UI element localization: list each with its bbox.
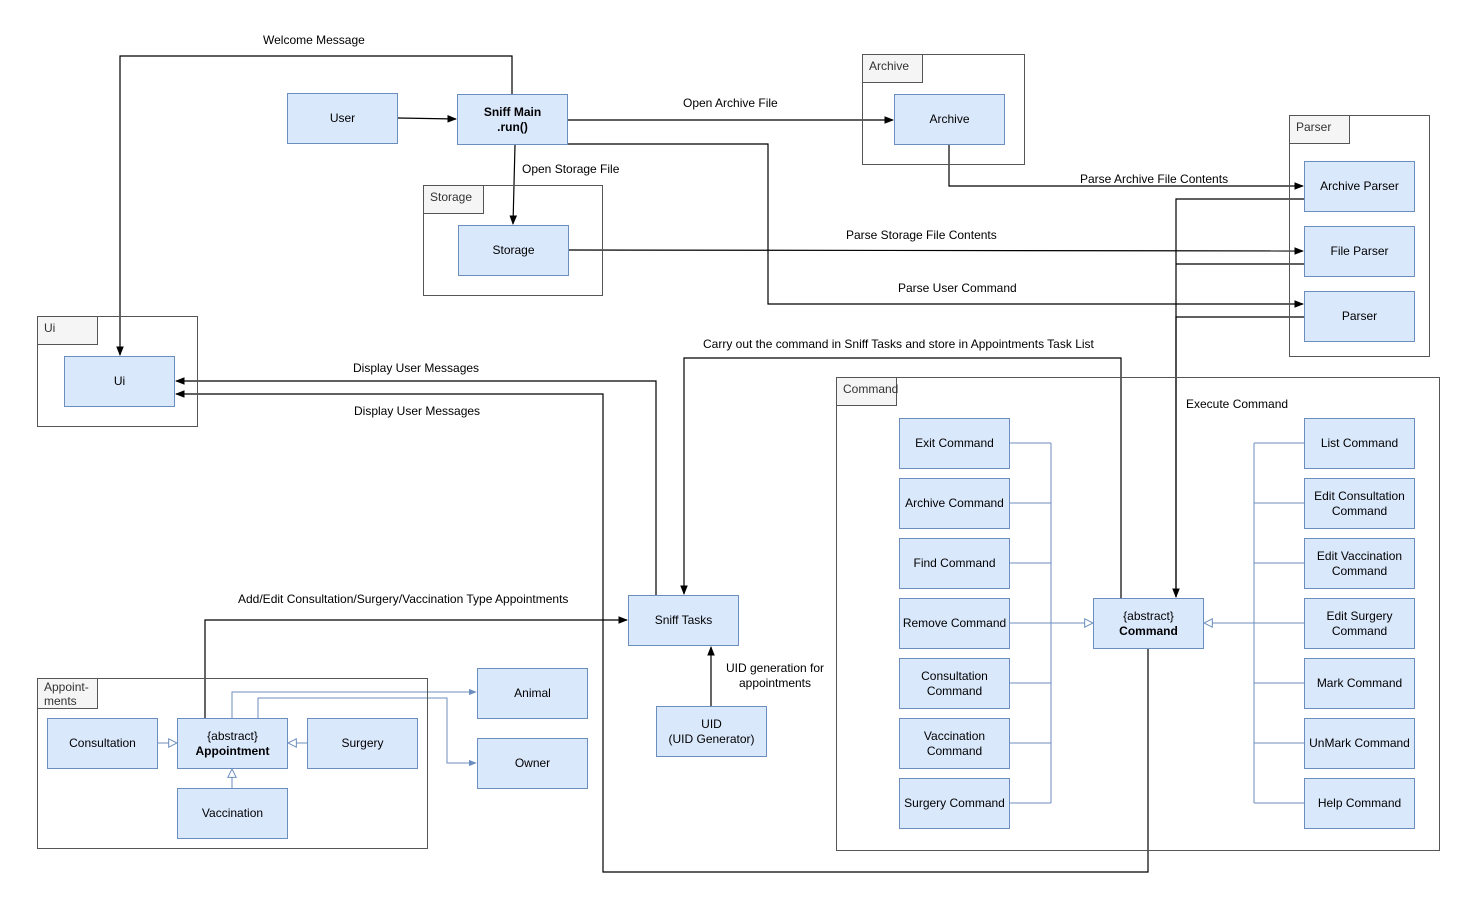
node-ui: Ui (64, 356, 175, 407)
node-unmark-command: UnMark Command (1304, 718, 1415, 769)
node-vaccination-command: Vaccination Command (899, 718, 1010, 769)
package-storage-tab: Storage (424, 186, 484, 214)
node-surgery-command: Surgery Command (899, 778, 1010, 829)
bus-right-commands (1253, 442, 1304, 804)
node-sniff-main: Sniff Main .run() (457, 94, 568, 145)
node-edit-vaccination-command: Edit Vaccination Command (1304, 538, 1415, 589)
package-ui-tab: Ui (38, 317, 98, 345)
label-open-storage: Open Storage File (522, 162, 620, 176)
command-stereotype: {abstract} (1123, 608, 1174, 623)
edge-parse-user (568, 143, 1304, 308)
command-name: Command (1119, 623, 1178, 638)
node-archive-command: Archive Command (899, 478, 1010, 529)
appointment-stereotype: {abstract} (207, 728, 258, 743)
node-file-parser: File Parser (1304, 226, 1415, 277)
package-appointments-tab: Appoint- ments (38, 679, 98, 709)
node-vaccination: Vaccination (177, 788, 288, 839)
node-owner: Owner (477, 738, 588, 789)
package-parser: Parser (1289, 115, 1430, 357)
package-archive: Archive (862, 54, 1025, 165)
node-help-command: Help Command (1304, 778, 1415, 829)
node-appointment: {abstract} Appointment (177, 718, 288, 769)
package-command: Command (836, 377, 1440, 851)
node-surgery: Surgery (307, 718, 418, 769)
node-edit-consultation-command: Edit Consultation Command (1304, 478, 1415, 529)
package-archive-tab: Archive (863, 55, 923, 83)
node-remove-command: Remove Command (899, 598, 1010, 649)
node-find-command: Find Command (899, 538, 1010, 589)
edge-parse-storage (568, 247, 1304, 255)
label-add-edit-appointments: Add/Edit Consultation/Surgery/Vaccinatio… (238, 592, 569, 606)
package-appointments: Appoint- ments (37, 678, 428, 849)
label-display-1: Display User Messages (353, 361, 480, 375)
node-parser: Parser (1304, 291, 1415, 342)
bus-left-commands (1010, 442, 1052, 804)
edge-add-edit (204, 616, 628, 718)
edge-parse-archive (948, 145, 1304, 190)
label-carry-out: Carry out the command in Sniff Tasks and… (703, 337, 1094, 351)
package-ui: Ui (37, 316, 198, 427)
node-storage: Storage (458, 225, 569, 276)
package-command-tab: Command (837, 378, 898, 406)
node-animal: Animal (477, 668, 588, 719)
node-mark-command: Mark Command (1304, 658, 1415, 709)
node-archive: Archive (894, 94, 1005, 145)
edge-display-2 (175, 390, 1149, 873)
node-edit-surgery-command: Edit Surgery Command (1304, 598, 1415, 649)
node-sniff-tasks: Sniff Tasks (628, 595, 739, 646)
edge-carry-out (680, 357, 1122, 598)
edge-open-storage (509, 144, 518, 225)
label-open-archive: Open Archive File (683, 96, 778, 110)
node-consultation: Consultation (47, 718, 158, 769)
package-parser-tab: Parser (1290, 116, 1350, 144)
label-execute-command: Execute Command (1186, 397, 1289, 411)
label-parse-user: Parse User Command (898, 281, 1017, 295)
package-storage: Storage (423, 185, 603, 296)
label-parse-storage: Parse Storage File Contents (846, 228, 997, 242)
node-list-command: List Command (1304, 418, 1415, 469)
label-parse-archive: Parse Archive File Contents (1080, 172, 1229, 186)
edge-appointment-owner (257, 697, 477, 767)
appointment-name: Appointment (195, 743, 270, 758)
node-consultation-command: Consultation Command (899, 658, 1010, 709)
edge-user-to-main (397, 115, 457, 123)
edge-welcome-message (116, 55, 513, 356)
edge-parser-to-command (1172, 316, 1304, 598)
node-user: User (287, 93, 398, 144)
edge-appointment-animal (231, 688, 477, 718)
edge-display-1 (175, 377, 657, 596)
label-welcome-message: Welcome Message (263, 33, 365, 47)
node-uid: UID (UID Generator) (656, 706, 767, 757)
node-command: {abstract} Command (1093, 598, 1204, 649)
label-uid-generation: UID generation for appointments (725, 661, 825, 690)
node-exit-command: Exit Command (899, 418, 1010, 469)
node-archive-parser: Archive Parser (1304, 161, 1415, 212)
label-display-2: Display User Messages (354, 404, 481, 418)
